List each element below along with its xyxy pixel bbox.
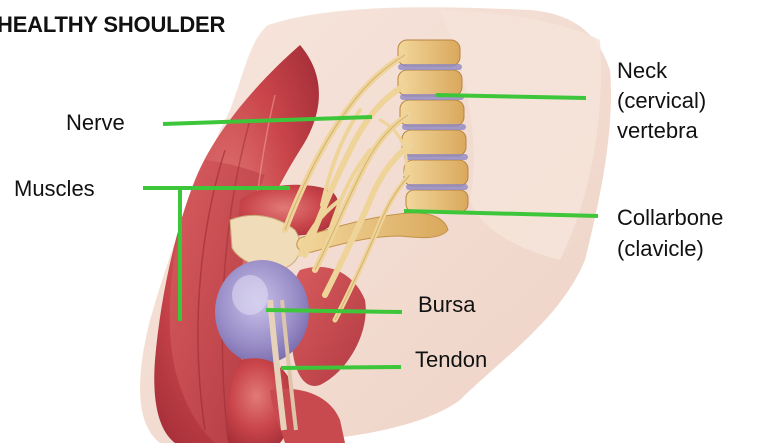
label-tendon: Tendon xyxy=(415,346,487,374)
label-collarbone-line-2: (clavicle) xyxy=(617,233,723,264)
label-nerve: Nerve xyxy=(66,109,125,137)
label-neck-vertebra: Neck (cervical) vertebra xyxy=(617,56,706,146)
diagram-title: HEALTHY SHOULDER xyxy=(0,12,225,38)
leader-line-bursa xyxy=(266,310,402,312)
cervical-vertebrae xyxy=(398,40,468,212)
label-neck-line-3: vertebra xyxy=(617,116,706,146)
label-collarbone: Collarbone (clavicle) xyxy=(617,202,723,264)
label-muscles: Muscles xyxy=(14,175,95,203)
label-neck-line-2: (cervical) xyxy=(617,86,706,116)
label-collarbone-line-1: Collarbone xyxy=(617,202,723,233)
leader-line-tendon xyxy=(281,367,401,368)
label-neck-line-1: Neck xyxy=(617,56,706,86)
label-bursa: Bursa xyxy=(418,291,475,319)
bursa-highlight xyxy=(232,275,268,315)
